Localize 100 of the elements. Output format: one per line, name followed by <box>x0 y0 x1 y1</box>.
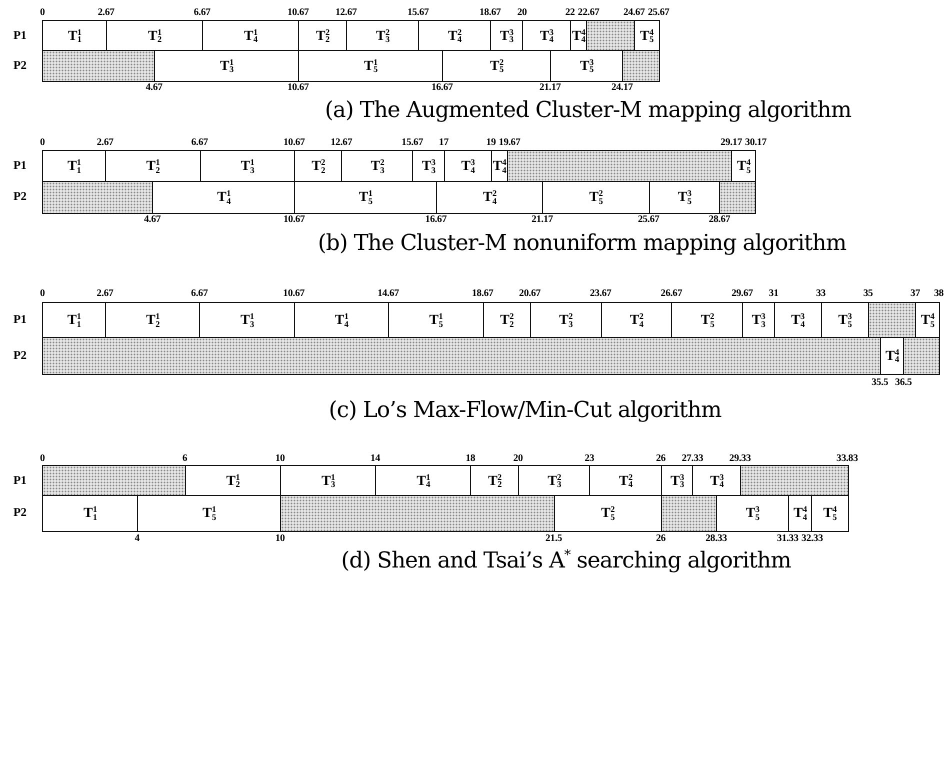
task-block <box>375 465 472 496</box>
task-block <box>880 337 905 374</box>
tick-label: 10.67 <box>287 82 309 92</box>
tick-label: 28.67 <box>708 214 730 224</box>
tick-label: 21.17 <box>539 82 561 92</box>
tick-label: 6.67 <box>191 136 208 148</box>
task-block <box>202 20 300 52</box>
processor-label: P2 <box>13 348 27 362</box>
idle-block <box>42 181 154 214</box>
tick-label: 38 <box>934 288 944 298</box>
tick-label: 4.67 <box>146 82 162 92</box>
task-block <box>294 181 438 214</box>
tick-label: 26 <box>656 452 666 464</box>
caption: (c) Lo’s Max-Flow/Min-Cut algorithm <box>328 398 722 422</box>
tick-label: 29.17 <box>720 136 742 148</box>
tick-label: 0 <box>40 288 45 298</box>
tick-label: 10.67 <box>287 6 309 18</box>
task-block <box>294 150 343 182</box>
task-block <box>137 495 282 532</box>
tick-label: 26 <box>656 532 666 544</box>
task-block <box>634 20 660 52</box>
tick-label: 6.67 <box>191 288 208 298</box>
tick-label: 6.67 <box>194 6 210 18</box>
idle-block <box>42 337 882 374</box>
processor-label: P2 <box>13 58 27 72</box>
idle-block <box>740 465 849 496</box>
idle-block <box>622 50 660 82</box>
tick-label: 0 <box>40 136 45 148</box>
idle-block <box>868 302 917 338</box>
processor-label: P1 <box>13 158 27 173</box>
tick-label: 19.67 <box>498 136 520 148</box>
task-block <box>298 50 444 82</box>
tick-label: 21.17 <box>531 214 553 224</box>
task-block <box>554 495 662 532</box>
processor-label: P1 <box>13 472 27 488</box>
tick-label: 31 <box>768 288 778 298</box>
task-block <box>105 150 202 182</box>
task-block <box>915 302 940 338</box>
processor-label: P2 <box>13 189 27 204</box>
tick-label: 31.33 <box>776 532 798 544</box>
tick-label: 15.67 <box>402 136 424 148</box>
task-block <box>105 302 201 338</box>
tick-label: 10.67 <box>283 288 305 298</box>
tick-label: 24.17 <box>611 82 633 92</box>
tick-label: 2.67 <box>96 288 114 298</box>
tick-label: 30.17 <box>745 136 767 148</box>
task-block <box>742 302 776 338</box>
tick-label: 4 <box>134 532 140 544</box>
tick-label: 19 <box>486 136 496 148</box>
processor-label: P2 <box>13 505 27 520</box>
tick-label: 35.5 <box>871 376 888 388</box>
tick-label: 29.67 <box>731 288 753 298</box>
task-block <box>490 20 524 52</box>
tick-label: 12.67 <box>335 6 357 18</box>
processor-label: P1 <box>13 312 27 327</box>
task-block <box>298 20 348 52</box>
task-block <box>152 181 296 214</box>
idle-block <box>280 495 556 532</box>
task-block <box>346 20 420 52</box>
tick-label: 25.67 <box>638 214 660 224</box>
caption: (b) The Cluster-M nonuniform mapping algorithm <box>318 230 846 256</box>
task-block <box>341 150 414 182</box>
task-block <box>199 302 296 338</box>
task-block <box>550 50 624 82</box>
tick-label: 10 <box>275 532 285 544</box>
idle-block <box>42 465 186 496</box>
task-block <box>716 495 790 532</box>
tick-label: 10.67 <box>283 136 305 148</box>
tick-label: 14 <box>370 452 380 464</box>
tick-label: 20.67 <box>519 288 541 298</box>
tick-label: 16.67 <box>431 82 453 92</box>
task-block <box>731 150 756 182</box>
task-block <box>648 181 721 214</box>
idle-block <box>42 50 156 82</box>
idle-block <box>719 181 756 214</box>
tick-label: 28.33 <box>705 532 727 544</box>
tick-label: 2.67 <box>98 6 114 18</box>
tick-label: 22.67 <box>578 6 600 18</box>
tick-label: 0 <box>40 452 45 464</box>
task-block <box>42 495 139 532</box>
tick-label: 18.67 <box>472 288 494 298</box>
tick-label: 21.5 <box>545 532 562 544</box>
tick-label: 27.33 <box>682 452 704 464</box>
tick-label: 4.67 <box>144 214 161 224</box>
tick-label: 32.33 <box>801 532 823 544</box>
tick-label: 2.67 <box>96 136 114 148</box>
processor-label: P1 <box>13 28 27 42</box>
task-block <box>589 465 662 496</box>
task-block <box>542 181 650 214</box>
task-block <box>470 465 520 496</box>
task-block <box>154 50 300 82</box>
tick-label: 15.67 <box>407 6 429 18</box>
tick-label: 10 <box>275 452 285 464</box>
task-block <box>106 20 204 52</box>
tick-label: 33 <box>816 288 826 298</box>
task-block <box>412 150 446 182</box>
task-block <box>671 302 744 338</box>
tick-label: 17 <box>438 136 448 148</box>
idle-block <box>660 495 718 532</box>
task-block <box>788 495 813 532</box>
